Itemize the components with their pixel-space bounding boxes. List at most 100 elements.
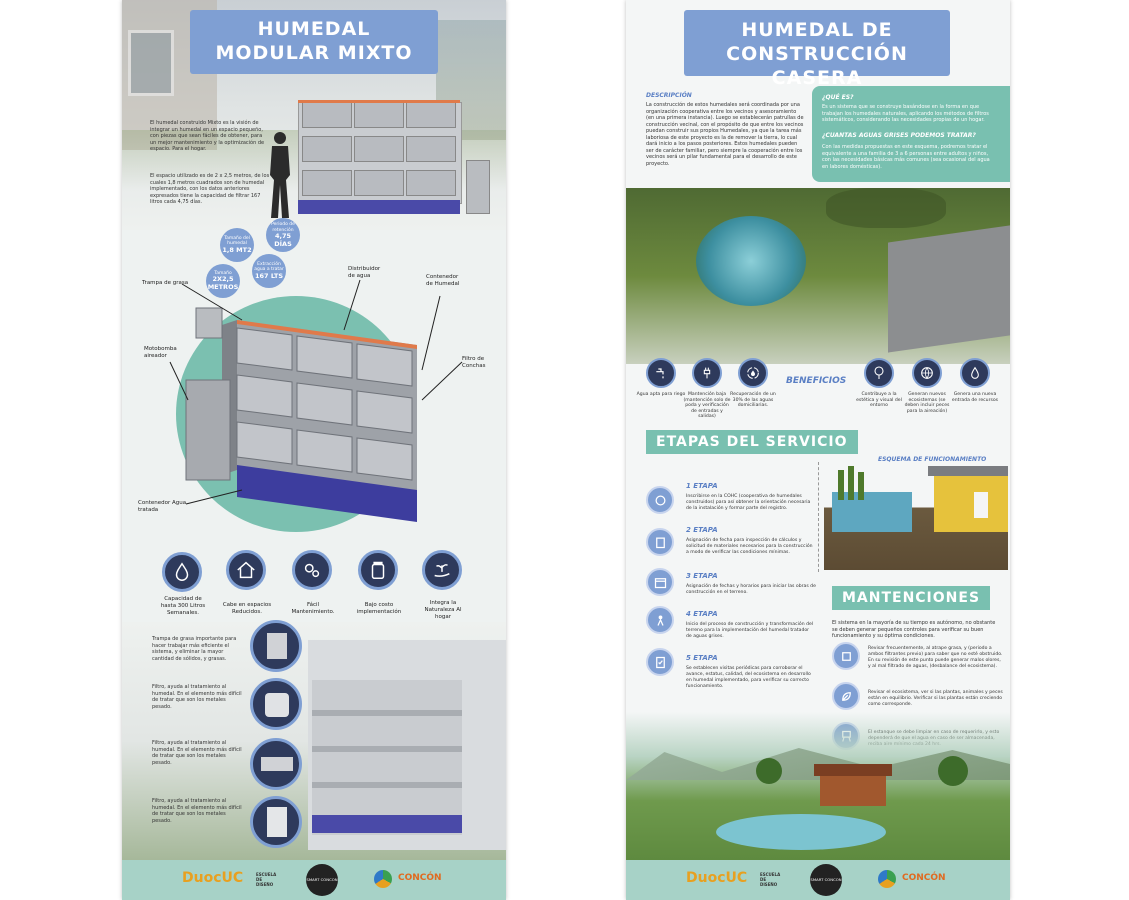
que-es-head: ¿QUÉ ES?	[822, 94, 854, 101]
part-text: Filtro, ayuda al tratamiento al humedal.…	[152, 740, 242, 766]
stage-5-title: 5 ETAPA	[686, 654, 718, 662]
callout-grease-trap: Trampa de grasa	[142, 280, 189, 286]
stage-5-text: Se establecen visitas periódicas para co…	[686, 666, 811, 689]
bottom-water-strip	[312, 815, 462, 833]
feature-label: Fácil Mantenimiento.	[291, 602, 335, 615]
part-filter-3	[250, 796, 302, 848]
mantenciones-head: MANTENCIONES	[832, 586, 990, 610]
benefit-label: Genera una nueva entrada de recursos	[951, 392, 999, 403]
part-grease-trap	[250, 620, 302, 672]
title-line2: MODULAR MIXTO	[215, 42, 413, 64]
stat-label: Periodo de retención	[271, 222, 295, 233]
feature-label: Integra la Naturaleza Al hogar	[424, 600, 462, 620]
info-box: ¿QUÉ ES? Es un sistema que se construye …	[812, 86, 1010, 182]
stage-1-icon	[646, 486, 674, 514]
stage-4-title: 4 ETAPA	[686, 610, 718, 618]
title-line2: CONSTRUCCIÓN CASERA	[726, 43, 908, 89]
escuela-label: ESCUELA DE DISEÑO	[760, 872, 781, 887]
duoc-logo: DuocUC	[686, 870, 748, 886]
gears-icon	[292, 550, 332, 590]
right-poster: HUMEDAL DE CONSTRUCCIÓN CASERA DESCRIPCI…	[626, 0, 1010, 900]
stat-label: Tamaño	[214, 270, 232, 276]
faucet-icon	[646, 358, 676, 388]
stage-1-title: 1 ETAPA	[686, 482, 718, 490]
stage-2-icon	[646, 528, 674, 556]
que-es-text: Es un sistema que se construye basándose…	[822, 104, 989, 123]
module-3d-render	[185, 307, 417, 522]
tree-shade	[826, 188, 946, 228]
stage-4-icon	[646, 606, 674, 634]
tank-icon	[832, 642, 860, 670]
feature-label: Cabe en espacios Reducidos.	[222, 602, 272, 615]
feature-label: Bajo costo implementación	[356, 602, 402, 615]
stat-label: Tamaño del humedal	[224, 235, 250, 247]
roof	[888, 225, 1010, 353]
divider-line	[818, 462, 819, 572]
stat-value: 4,75 DÍAS	[274, 232, 292, 248]
stage-4-text: Inicio del proceso de construcción y tra…	[686, 622, 814, 639]
badge-text: SMART CONCON	[306, 877, 338, 882]
concon-logo: CONCÓN	[902, 873, 946, 883]
stat-value: 1,8 MT2	[222, 245, 252, 254]
intro-text: El humedal construido Mixto es la visión…	[150, 120, 265, 152]
mant-intro: El sistema en la mayoría de su tiempo es…	[832, 620, 996, 639]
stat-label: Extracción agua a tratar	[254, 261, 284, 273]
title-line1: HUMEDAL	[257, 18, 371, 40]
duoc-logo: DuocUC	[182, 870, 244, 886]
stat-extraction: Extracción agua a tratar 167 LTS	[252, 254, 286, 288]
stat-value: 167 LTS	[254, 271, 283, 280]
benefit-label: Recuperación de un 30% de las aguas domi…	[730, 392, 776, 408]
tree	[756, 758, 782, 784]
house-icon	[226, 550, 266, 590]
title-line1: HUMEDAL DE	[741, 19, 893, 41]
stat-retention: Periodo de retención 4,75 DÍAS	[266, 218, 300, 252]
stage-5-icon	[646, 648, 674, 676]
stage-2-text: Asignación de fecha para inspección de c…	[686, 538, 813, 555]
stage-2-title: 2 ETAPA	[686, 526, 718, 534]
mant-item-text: Revisar frecuentemente, al atrape grasa,…	[868, 646, 1003, 669]
aguas-text: Con las medidas propuestas en este esque…	[822, 144, 990, 170]
stage-3-icon	[646, 568, 674, 596]
feature-label: Capacidad de hasta 300 Litros Semanales.	[160, 596, 206, 616]
person-silhouette	[270, 132, 290, 218]
etapas-head: ETAPAS DEL SERVICIO	[646, 430, 858, 454]
concon-leaf-icon	[878, 870, 896, 888]
escuela-label: ESCUELA DE DISEÑO	[256, 872, 277, 887]
callout-treated-water: Contenedor Agua tratada	[138, 500, 187, 513]
leaf-icon	[832, 682, 860, 710]
benefit-label: Mantención baja (mantención solo de poda…	[683, 392, 731, 419]
right-title: HUMEDAL DE CONSTRUCCIÓN CASERA	[684, 10, 950, 89]
water-drop-icon	[162, 552, 202, 592]
callout-pump: Motobomba aireador	[144, 346, 177, 359]
stage-1-text: Inscribirse en la COHC (cooperativa de h…	[686, 494, 811, 511]
smart-concon-badge: SMART CONCON	[306, 864, 338, 896]
stat-value: 2X2,5 METROS	[207, 275, 239, 291]
part-filter-2	[250, 738, 302, 790]
callout-container: Contenedor de Humedal	[426, 274, 460, 287]
cabin-roof	[814, 764, 892, 776]
part-filter-1	[250, 678, 302, 730]
left-poster: HUMEDAL MODULAR MIXTO El humedal constru…	[122, 0, 506, 900]
aerial-render	[626, 188, 1010, 364]
landscape-pond	[716, 814, 886, 850]
drop-icon	[960, 358, 990, 388]
benefit-label: Contribuye a la estética y visual del en…	[856, 392, 902, 408]
mant-item-text: Revisar el ecosistema, ver si las planta…	[868, 690, 1003, 707]
callout-lines	[169, 279, 463, 505]
jar-icon	[358, 550, 398, 590]
callout-filter: Filtro de Conchas	[462, 356, 486, 369]
pond	[696, 216, 806, 306]
tree-icon	[864, 358, 894, 388]
concon-leaf-icon	[374, 870, 392, 888]
part-text: Filtro, ayuda al tratamiento al humedal.…	[152, 684, 242, 710]
side-tank	[466, 160, 490, 214]
aguas-head: ¿CUANTAS AGUAS GRISES PODEMOS TRATAR?	[822, 132, 976, 139]
space-text: El espacio utilizado es de 2 x 2,5 metro…	[150, 173, 270, 205]
globe-icon	[912, 358, 942, 388]
esquema-label: ESQUEMA DE FUNCIONAMIENTO	[878, 456, 987, 463]
stage-3-title: 3 ETAPA	[686, 572, 718, 580]
stat-size: Tamaño del humedal 1,8 MT2	[220, 228, 254, 262]
left-title: HUMEDAL MODULAR MIXTO	[190, 10, 438, 74]
callout-distributor: Distribuidor de agua	[348, 266, 381, 279]
right-footer: DuocUC ESCUELA DE DISEÑO SMART CONCON CO…	[626, 860, 1010, 900]
